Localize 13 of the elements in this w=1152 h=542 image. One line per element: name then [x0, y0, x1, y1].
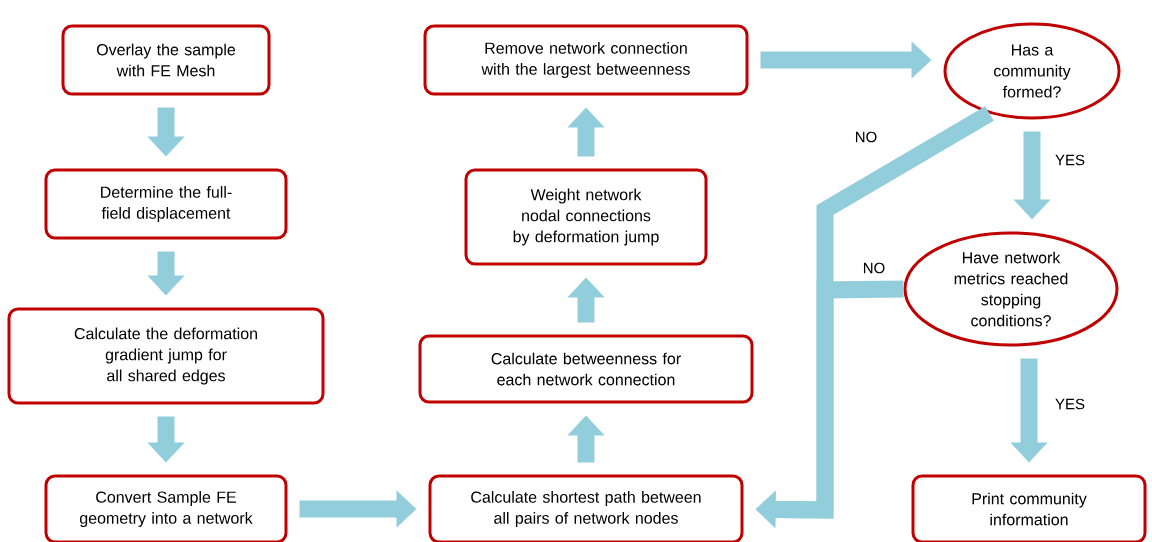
process-box: Remove network connection with the largest betweenness [423, 24, 749, 96]
edge-label: YES [1055, 398, 1085, 410]
process-box: Calculate betweenness for each network connection [418, 334, 754, 404]
process-box: Weight network nodal connections by deformation jump [464, 168, 708, 266]
process-box: Calculate the deformation gradient jump for all shared edges [7, 307, 325, 405]
process-box: Print community information [911, 474, 1147, 542]
process-box: Overlay the sample with FE Mesh [61, 24, 271, 96]
edge-label: YES [1055, 154, 1085, 166]
edge-label: NO [864, 262, 885, 274]
process-box: Convert Sample FE geometry into a network [44, 474, 288, 542]
process-box: Calculate shortest path between all pairs of network nodes [428, 474, 744, 542]
process-box: Determine the full-field displacement [44, 168, 288, 240]
edge-label: NO [856, 131, 877, 143]
